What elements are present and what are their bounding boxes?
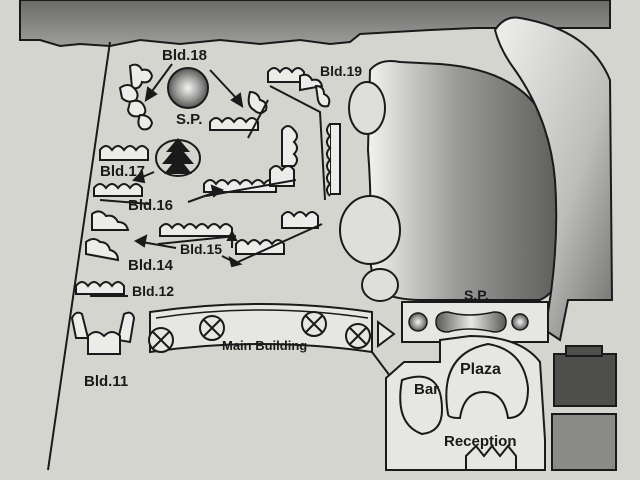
path-ovals bbox=[339, 81, 401, 302]
label-bld17: Bld.17 bbox=[100, 163, 145, 180]
label-main-building: Main Building bbox=[222, 338, 307, 353]
walkway-lines bbox=[90, 85, 326, 297]
swimming-pool-top bbox=[167, 67, 209, 109]
main-building bbox=[148, 303, 396, 377]
label-bld16: Bld.16 bbox=[128, 197, 173, 214]
label-bld14: Bld.14 bbox=[128, 257, 174, 274]
sea-band bbox=[19, 0, 611, 48]
label-bar: Bar bbox=[414, 381, 439, 398]
reception-complex bbox=[385, 334, 546, 471]
grounds-right bbox=[366, 16, 614, 342]
boundary-line bbox=[47, 41, 111, 471]
building-units bbox=[70, 63, 341, 355]
label-sp-top: S.P. bbox=[176, 111, 202, 128]
label-bld19: Bld.19 bbox=[320, 63, 362, 79]
label-bld12: Bld.12 bbox=[132, 283, 174, 299]
side-blocks bbox=[551, 345, 617, 471]
label-bld15: Bld.15 bbox=[180, 241, 222, 257]
label-plaza: Plaza bbox=[460, 361, 501, 378]
label-bld18: Bld.18 bbox=[162, 47, 207, 64]
label-reception: Reception bbox=[444, 433, 517, 450]
label-sp-right: S.P. bbox=[464, 287, 489, 303]
label-bld11: Bld.11 bbox=[84, 373, 128, 390]
pointer-arrows bbox=[131, 63, 244, 268]
tree-icon bbox=[155, 138, 201, 177]
